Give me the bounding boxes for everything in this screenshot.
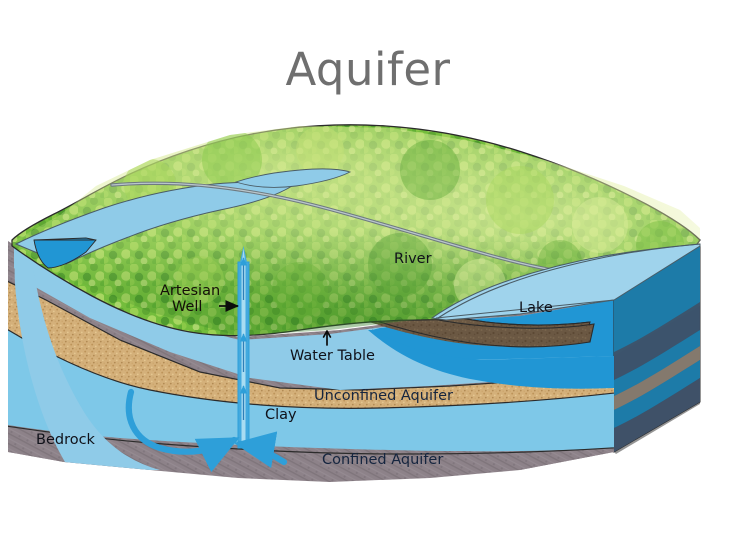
label-bedrock: Bedrock	[36, 432, 96, 448]
block-right-face	[613, 245, 701, 454]
label-lake: Lake	[519, 300, 553, 316]
label-water-table: Water Table	[290, 348, 375, 364]
lake	[430, 243, 701, 321]
label-artesian-well-line1: Artesian	[160, 283, 220, 299]
label-unconfined-aquifer: Unconfined Aquifer	[314, 388, 453, 404]
page-title: Aquifer	[285, 43, 451, 96]
label-artesian-well-line2: Well	[172, 299, 202, 315]
label-clay: Clay	[265, 407, 297, 423]
artesian-well[interactable]	[237, 246, 250, 449]
left-surface-pond	[33, 237, 97, 269]
water-table-up-arrow-icon	[322, 330, 332, 346]
groundwater-flow-arrows	[125, 388, 288, 473]
label-river: River	[394, 251, 432, 267]
label-confined-aquifer: Confined Aquifer	[322, 452, 443, 468]
diagram-labels: Artesian Well Water Table Unconfined Aqu…	[36, 251, 553, 468]
